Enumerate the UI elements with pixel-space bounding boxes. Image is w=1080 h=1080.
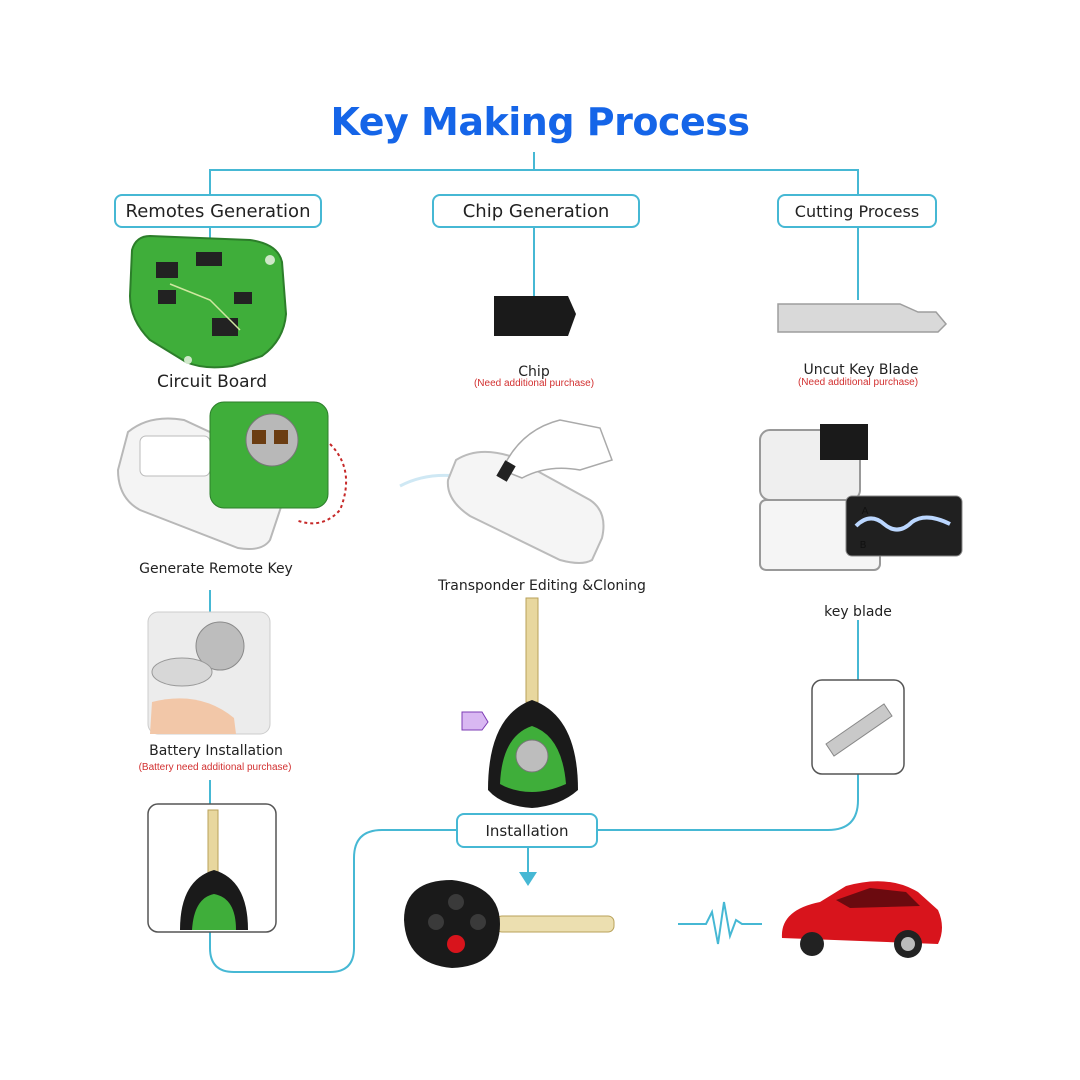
chip-generation-header: Chip Generation [432,194,640,228]
uncut-blade-image [777,303,948,333]
installation-box: Installation [456,813,598,848]
signal-wave [678,901,762,945]
circuit-board-image [128,234,288,369]
chip-purchase-note: (Need additional purchase) [473,378,595,389]
arrow-head [519,872,537,886]
remotes-generation-header: Remotes Generation [114,194,322,228]
top-connector [209,152,859,196]
battery-purchase-note: (Battery need additional purchase) [138,762,292,773]
key-blade-image [811,679,905,775]
page-title: Key Making Process [330,100,750,144]
cutting-line [598,228,859,831]
circuit-board-label: Circuit Board [156,372,268,392]
chip-programmer-image [399,419,613,564]
cutting-machine-image [759,424,963,571]
final-remote-key-image [404,880,615,968]
transponder-editing-label: Transponder Editing &Cloning [438,578,646,594]
battery-installation-label: Battery Installation [149,743,283,759]
chip-label: Chip [518,364,550,380]
machine-mark-b: B [859,540,867,551]
remote-programmer-image [116,401,347,550]
cutting-process-header: Cutting Process [777,194,937,228]
connector-lines [209,152,859,973]
remote-key-image [147,803,277,933]
transponder-key-image [461,597,578,808]
generate-remote-key-label: Generate Remote Key [139,561,293,577]
key-blade-label: key blade [824,604,892,620]
battery-installation-image [147,611,271,735]
red-car-image [781,881,942,958]
remote-return-line [209,829,456,973]
chip-image [494,296,576,336]
uncut-key-blade-label: Uncut Key Blade [803,362,919,378]
blade-purchase-note: (Need additional purchase) [797,377,919,388]
machine-mark-a: A [861,506,869,517]
